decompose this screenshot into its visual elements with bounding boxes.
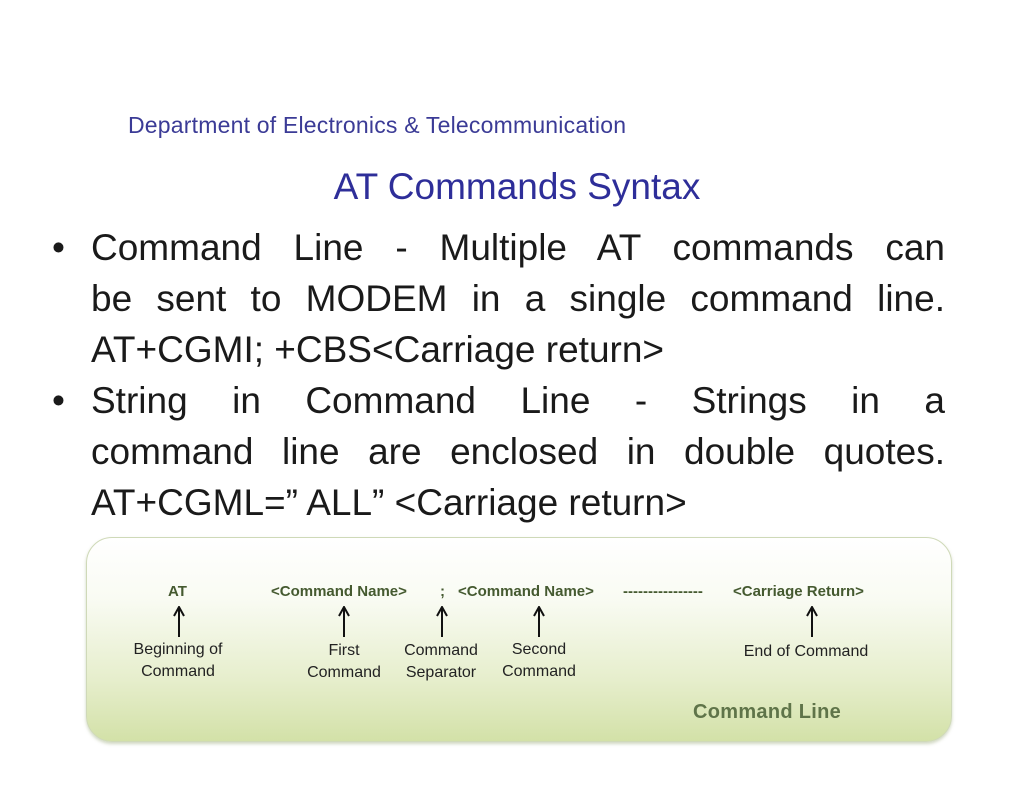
- bullet-list: • Command Line - Multiple AT commands ca…: [52, 222, 945, 528]
- caption-second-command: Second Command: [493, 639, 585, 683]
- bullet-line-example: AT+CGMI; +CBS<Carriage return>: [91, 329, 665, 370]
- caption-line: Command: [502, 663, 576, 680]
- syntax-carriage-return: <Carriage Return>: [733, 583, 864, 600]
- bullet-command-line: • Command Line - Multiple AT commands ca…: [52, 222, 945, 375]
- bullet-line-example: AT+CGML=” ALL” <Carriage return>: [91, 482, 687, 523]
- caption-line: Second: [511, 641, 567, 658]
- caption-line: Command: [141, 663, 215, 680]
- syntax-command-name-1: <Command Name>: [271, 583, 407, 600]
- caption-line: First: [328, 642, 360, 659]
- caption-line: Command: [404, 642, 478, 659]
- syntax-at: AT: [168, 583, 187, 600]
- caption-line: Separator: [405, 664, 477, 681]
- bullet-line: be sent to MODEM in a single command lin…: [91, 278, 945, 319]
- caption-line: End of Command: [743, 643, 869, 660]
- diagram-footer-label: Command Line: [693, 701, 842, 723]
- bullet-string-in-command-line: • String in Command Line - Strings in a …: [52, 375, 945, 528]
- bullet-line: Command Line - Multiple AT commands can: [91, 227, 945, 268]
- caption-beginning-of-command: Beginning of Command: [118, 639, 238, 683]
- caption-command-separator: Command Separator: [395, 640, 487, 684]
- syntax-dashes: ----------------: [623, 583, 703, 600]
- bullet-line: String in Command Line - Strings in a: [91, 380, 945, 421]
- command-line-diagram: AT <Command Name> ; <Command Name> -----…: [86, 537, 952, 742]
- syntax-command-name-2: <Command Name>: [458, 583, 594, 600]
- arrow-up-icon: [436, 606, 448, 637]
- caption-line: Beginning of: [133, 641, 223, 658]
- bullet-marker: •: [52, 227, 65, 268]
- bullet-line: command line are enclosed in double quot…: [91, 431, 945, 472]
- syntax-separator: ;: [440, 583, 445, 600]
- arrow-up-icon: [173, 606, 185, 637]
- slide-title: AT Commands Syntax: [333, 166, 701, 207]
- caption-line: Command: [307, 664, 381, 681]
- bullet-marker: •: [52, 380, 65, 421]
- caption-first-command: First Command: [298, 640, 390, 684]
- caption-end-of-command: End of Command: [727, 641, 885, 663]
- department-name: Department of Electronics & Telecommunic…: [128, 112, 627, 138]
- arrow-up-icon: [806, 606, 818, 637]
- arrow-up-icon: [533, 606, 545, 637]
- arrow-up-icon: [338, 606, 350, 637]
